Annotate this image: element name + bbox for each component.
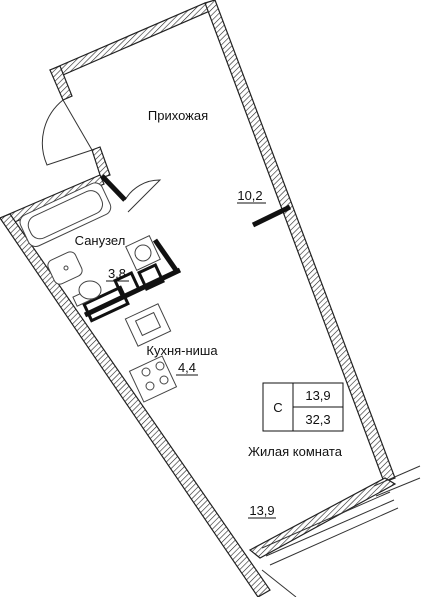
bathroom-door [124, 179, 162, 213]
shaft [82, 285, 130, 323]
hallway-partition [251, 204, 292, 228]
bathroom-sink-icon [125, 235, 161, 271]
left-outer-wall [0, 213, 271, 597]
area-summary-table [262, 382, 344, 432]
shaft [137, 263, 165, 291]
hallway-area: 10,2 [237, 188, 262, 203]
balcony-window [261, 465, 421, 597]
top-wall [49, 2, 214, 79]
bathroom-wall-top [100, 174, 127, 202]
kitchen-name: Кухня-ниша [146, 343, 218, 358]
type-letter: С [273, 400, 282, 415]
kitchen-area: 4,4 [178, 360, 196, 375]
summary-total-area: 32,3 [305, 412, 330, 427]
hallway-left-wall-lower [91, 146, 111, 179]
hallway-left-wall [49, 65, 73, 101]
living-area: 13,9 [249, 503, 274, 518]
bathroom-wall-right [152, 238, 181, 275]
bathroom-area: 3,8 [108, 266, 126, 281]
stove-icon [128, 355, 178, 403]
bathroom-name: Санузел [75, 233, 126, 248]
entrance-door [41, 99, 93, 166]
bottom-wall [248, 477, 397, 559]
washbasin-icon [47, 251, 83, 285]
bathtub-icon [19, 182, 112, 247]
living-name: Жилая комната [248, 444, 343, 459]
hallway-name: Прихожая [148, 108, 208, 123]
toilet-icon [72, 280, 102, 307]
right-wall [204, 0, 396, 483]
kitchen-sink-icon [124, 303, 172, 347]
summary-living-area: 13,9 [305, 388, 330, 403]
